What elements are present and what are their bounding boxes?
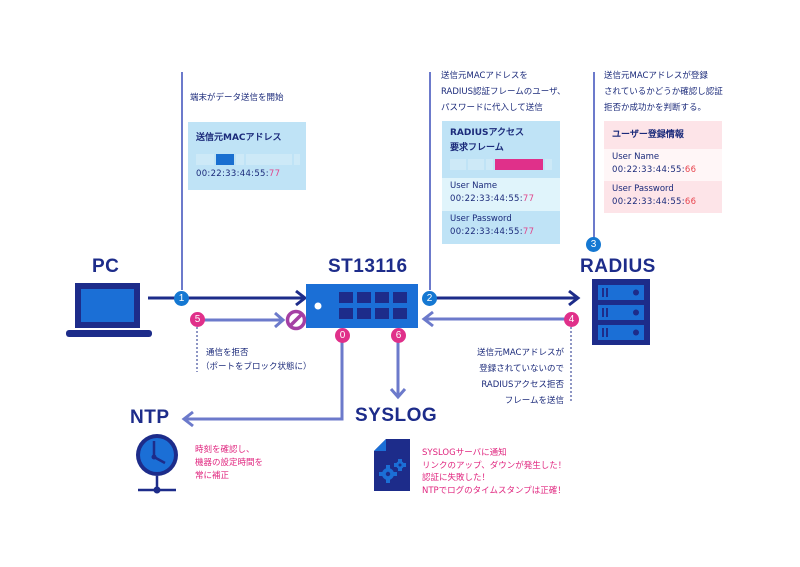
step4-note-line: フレームを送信	[504, 396, 564, 406]
frame-segment	[450, 159, 466, 170]
mac-last-octet: 77	[522, 227, 535, 237]
registered-user-name-row: User Name 00:22:33:44:55:66	[604, 149, 722, 181]
request-frame-title: 要求フレーム	[450, 143, 504, 153]
step1-note: 端末がデータ送信を開始	[190, 93, 284, 103]
user-name-label: User Name	[450, 181, 498, 191]
step3-note-line: されているかどうか確認し認証	[604, 87, 723, 97]
mac-prefix: 00:22:33:44:55:	[450, 227, 523, 237]
log-file-gear-icon	[374, 439, 410, 491]
step2-note-line: パスワードに代入して送信	[441, 103, 543, 113]
frame-segment	[545, 159, 552, 170]
password-value: 00:22:33:44:55:66	[612, 197, 714, 207]
ntp-note-line: 常に補正	[195, 471, 230, 481]
password-value: 00:22:33:44:55:77	[450, 227, 552, 237]
mac-prefix: 00:22:33:44:55:	[450, 194, 523, 204]
step5-note-line: 通信を拒否	[206, 348, 249, 358]
syslog-note-line: NTPでログのタイムスタンプは正確！	[422, 485, 566, 496]
ntp-note-line: 時刻を確認し、	[195, 445, 255, 455]
frame-segment	[486, 159, 493, 170]
registration-title: ユーザー登録情報	[612, 130, 684, 140]
request-frame-header: RADIUSアクセス 要求フレーム	[442, 121, 560, 178]
radius-request-frame-box: RADIUSアクセス 要求フレーム User Name 00:22:33:44:…	[442, 121, 560, 244]
frame-bar	[196, 154, 300, 165]
frame-segment	[468, 159, 484, 170]
ntp-note: 時刻を確認し、 機器の設定時間を 常に補正	[195, 444, 263, 483]
source-mac-title: 送信元MACアドレス	[196, 133, 282, 143]
frame-segment	[236, 154, 244, 165]
step4-note-line: 登録されていないので	[479, 364, 564, 374]
user-name-label: User Name	[612, 152, 660, 162]
pc-title: PC	[92, 256, 120, 277]
request-frame-title: RADIUSアクセス	[450, 128, 525, 138]
step5-note-line: （ポートをブロック状態に）	[201, 362, 312, 372]
frame-segment-auth-highlight	[495, 159, 543, 170]
switch-title: ST13116	[328, 256, 408, 277]
server-icon	[592, 279, 650, 345]
registration-header: ユーザー登録情報	[604, 121, 722, 149]
switch-to-ntp-line	[184, 337, 344, 421]
step2-note-line: RADIUS認証フレームのユーザ、	[441, 87, 566, 97]
ntp-title: NTP	[130, 407, 170, 428]
password-label: User Password	[450, 214, 512, 224]
source-mac-box: 送信元MACアドレス 00:22:33:44:55:77	[188, 122, 306, 190]
radius-to-switch-arrowhead	[421, 310, 434, 328]
step4-note-line: 送信元MACアドレスが	[477, 348, 564, 358]
step-6-badge: 6	[391, 328, 406, 343]
mac-prefix: 00:22:33:44:55:	[196, 169, 269, 179]
frame-segment	[246, 154, 292, 165]
user-registration-box: ユーザー登録情報 User Name 00:22:33:44:55:66 Use…	[604, 121, 722, 213]
step3-note-line: 送信元MACアドレスが登録	[604, 71, 708, 81]
step2-guide-line	[429, 72, 431, 290]
frame-segment	[294, 154, 300, 165]
syslog-note-line: SYSLOGサーバに通知	[422, 448, 507, 458]
request-user-name-row: User Name 00:22:33:44:55:77	[442, 178, 560, 211]
frame-segment	[196, 154, 214, 165]
syslog-note-line: 認証に失敗した！	[422, 473, 491, 483]
switch-to-ntp-arrowhead	[181, 410, 194, 428]
user-name-value: 00:22:33:44:55:77	[450, 194, 552, 204]
frame-segment-mac-highlight	[216, 154, 234, 165]
step-2-badge: 2	[422, 291, 437, 306]
blocked-icon	[285, 309, 307, 331]
mac-prefix: 00:22:33:44:55:	[612, 197, 685, 207]
switch-to-syslog-arrowhead	[389, 388, 407, 400]
step4-note: 送信元MACアドレスが 登録されていないので RADIUSアクセス拒否 フレーム…	[460, 345, 564, 409]
pc-to-switch-arrowhead	[295, 289, 308, 307]
step2-note: 送信元MACアドレスを RADIUS認証フレームのユーザ、 パスワードに代入して…	[441, 68, 565, 116]
radius-frame-bar	[450, 159, 554, 170]
step3-note-line: 拒否か成功かを判断する。	[604, 103, 707, 113]
syslog-note-line: リンクのアップ、ダウンが発生した！	[422, 460, 567, 471]
mac-last-octet: 77	[522, 194, 535, 204]
laptop-icon	[66, 283, 152, 337]
user-name-value: 00:22:33:44:55:66	[612, 165, 714, 175]
step-1-badge: 1	[174, 291, 189, 306]
switch-icon	[306, 284, 418, 328]
step1-guide-line	[181, 72, 183, 290]
mac-prefix: 00:22:33:44:55:	[612, 165, 685, 175]
mac-last-octet: 66	[684, 165, 697, 175]
syslog-note: SYSLOGサーバに通知 リンクのアップ、ダウンが発生した！ 認証に失敗した！ …	[422, 447, 566, 497]
ntp-note-line: 機器の設定時間を	[195, 458, 264, 468]
mac-last-octet: 66	[684, 197, 697, 207]
step-5-badge: 5	[190, 312, 205, 327]
radius-title: RADIUS	[580, 256, 656, 277]
password-label: User Password	[612, 184, 674, 194]
registered-password-row: User Password 00:22:33:44:55:66	[604, 181, 722, 213]
request-password-row: User Password 00:22:33:44:55:77	[442, 211, 560, 244]
source-mac-value: 00:22:33:44:55:77	[196, 169, 298, 179]
mac-last-octet: 77	[268, 169, 281, 179]
step3-guide-line	[593, 72, 595, 238]
syslog-title: SYSLOG	[355, 405, 438, 426]
step5-note: 通信を拒否 （ポートをブロック状態に）	[201, 346, 312, 374]
step3-note: 送信元MACアドレスが登録 されているかどうか確認し認証 拒否か成功かを判断する…	[604, 68, 723, 116]
switch-to-radius-arrowhead	[568, 289, 581, 307]
step-0-badge: 0	[335, 328, 350, 343]
step2-note-line: 送信元MACアドレスを	[441, 71, 528, 81]
step-3-badge: 3	[586, 237, 601, 252]
step4-note-line: RADIUSアクセス拒否	[481, 380, 564, 390]
clock-server-icon	[136, 434, 178, 494]
step-4-badge: 4	[564, 312, 579, 327]
reject-arrowhead	[274, 311, 286, 329]
